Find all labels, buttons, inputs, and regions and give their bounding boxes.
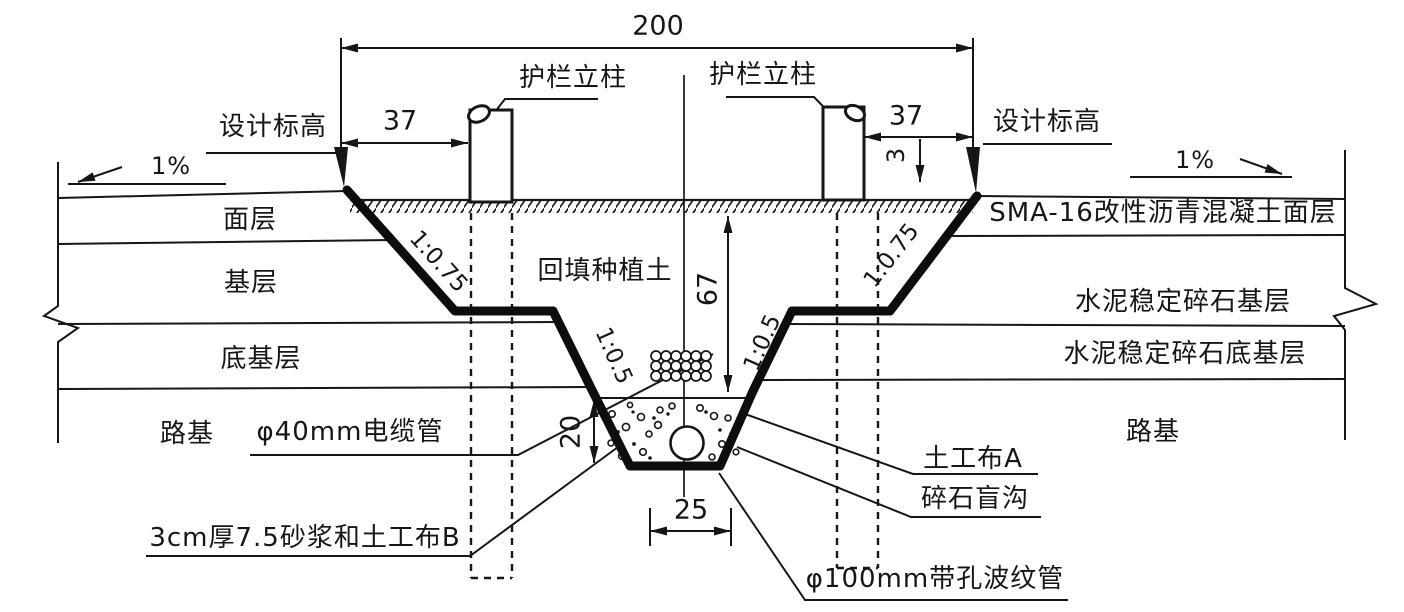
left-surface-top-line — [57, 190, 348, 199]
sma-surface-label: SMA-16改性沥青混凝土面层 — [989, 198, 1337, 228]
right-guardrail-post — [821, 105, 866, 202]
left-surface-bottom-line — [57, 239, 393, 245]
pavement-layer-lines — [41, 150, 1379, 443]
cable-duct-label: φ40mm电缆管 — [256, 417, 444, 447]
right-surface-bottom-line — [943, 234, 1346, 237]
cable-duct-bundle — [650, 350, 712, 382]
dim-200-label: 200 — [632, 10, 684, 42]
median-surface-hatch — [350, 198, 973, 213]
left-post-foundation-dashed — [469, 213, 514, 580]
base-course-label: 基层 — [223, 268, 279, 298]
left-break-edge — [41, 162, 81, 443]
geotextile-a-leader — [744, 413, 1038, 475]
dimension-lines — [340, 38, 974, 546]
excavation-profile-line — [342, 185, 982, 471]
right-break-edge — [1332, 150, 1379, 440]
cross-slope-left-label: 1% — [150, 152, 192, 180]
right-design-elevation-arrow — [966, 147, 980, 193]
right-post-foundation-dashed — [835, 213, 880, 570]
perforated-pipe-label: φ100mm带孔波纹管 — [805, 564, 1065, 594]
perforated-pipe-circle — [669, 425, 705, 461]
surface-course-label: 面层 — [222, 205, 278, 235]
left-subbase-bottom-line — [57, 386, 593, 390]
cable-duct-leader — [250, 353, 714, 456]
right-cross-slope-arrow — [1239, 158, 1283, 175]
left-base-bottom-line — [57, 321, 559, 325]
dim-37-right-label: 37 — [888, 100, 924, 132]
mortar-leader — [146, 446, 619, 557]
right-base-bottom-line — [787, 323, 1346, 327]
dim-25-label: 25 — [673, 494, 709, 526]
cross-slope-right-label: 1% — [1174, 146, 1216, 174]
cement-base-label: 水泥稳定碎石基层 — [1074, 287, 1292, 317]
left-guardrail-post — [468, 108, 514, 204]
cement-subbase-label: 水泥稳定碎石底基层 — [1063, 339, 1307, 369]
roadbed-right-label: 路基 — [1125, 417, 1181, 447]
design-elevation-right-label: 设计标高 — [992, 107, 1102, 137]
subbase-course-label: 底基层 — [220, 344, 302, 374]
left-post-cap — [467, 104, 491, 124]
guardrail-post-left-label: 护栏立柱 — [518, 63, 628, 93]
dim-3-label: 3 — [882, 146, 910, 164]
right-surface-top-line — [976, 195, 1346, 200]
perforated-pipe-leader — [718, 472, 1068, 601]
mortar-geotextile-b-label: 3cm厚7.5砂浆和土工布B — [149, 523, 461, 553]
dim-37-left-label: 37 — [382, 105, 418, 137]
right-subbase-bottom-line — [759, 378, 1346, 381]
guardrail-posts — [467, 103, 867, 204]
design-elevation-left-label: 设计标高 — [218, 112, 328, 142]
roadbed-left-label: 路基 — [159, 419, 215, 449]
gravel-ditch-leader — [736, 446, 1041, 518]
dim-67-label: 67 — [692, 271, 724, 307]
left-cross-slope-arrow — [77, 166, 123, 183]
gravel-blind-ditch-label: 碎石盲沟 — [920, 484, 1030, 514]
guardrail-post-right-label: 护栏立柱 — [708, 60, 818, 90]
geotextile-a-label: 土工布A — [923, 444, 1023, 474]
right-post-cap — [843, 103, 867, 123]
backfill-soil-label: 回填种植土 — [537, 256, 673, 286]
dim-20-label: 20 — [555, 414, 587, 450]
left-design-elevation-arrow — [334, 147, 348, 187]
